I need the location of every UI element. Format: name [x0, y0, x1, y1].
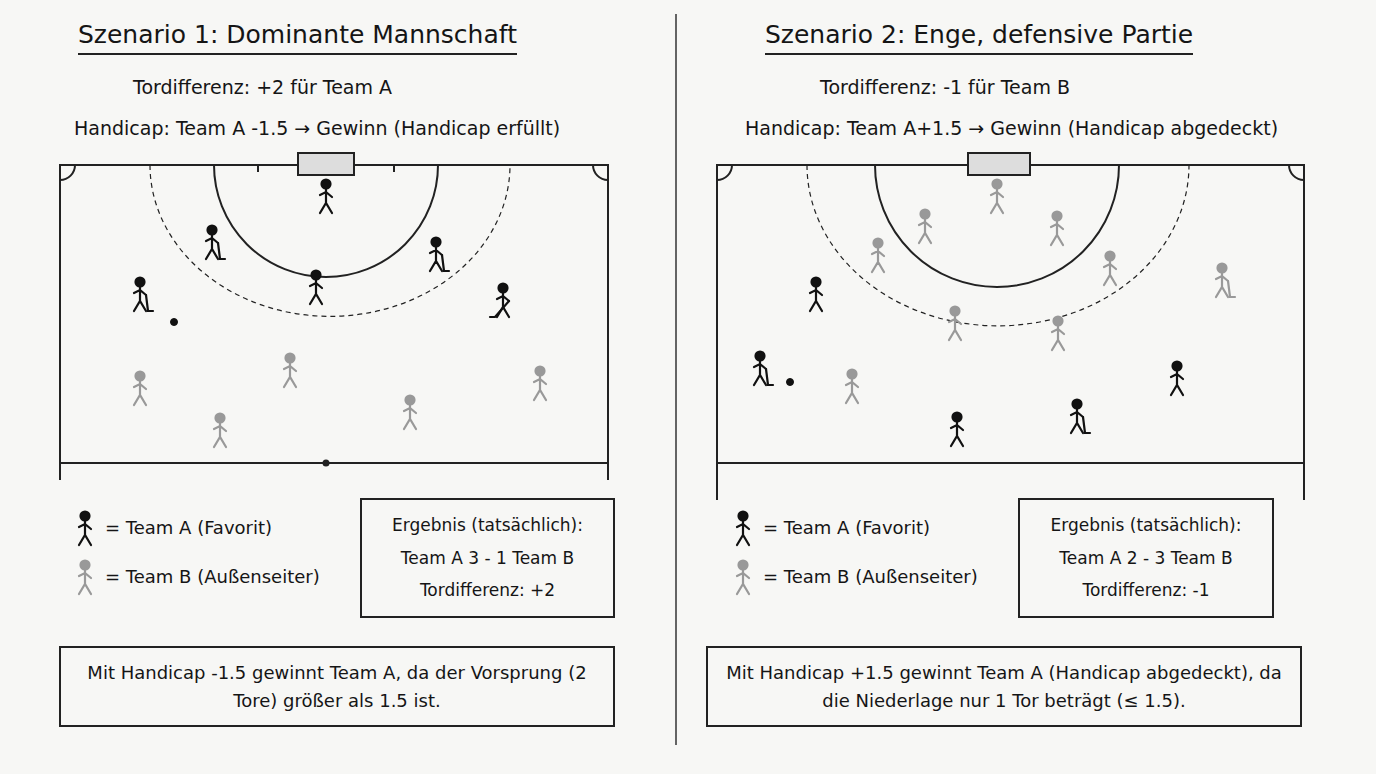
player-figure [949, 307, 961, 341]
player-figure [134, 372, 146, 406]
player-figure [79, 561, 91, 595]
legend-text: = Team A (Favorit) [105, 517, 272, 538]
result-line: Tordifferenz: -1 [1082, 577, 1209, 603]
player-figure [206, 226, 225, 260]
result-line: Ergebnis (tatsächlich): [392, 512, 583, 538]
explanation-text: Mit Handicap +1.5 gewinnt Team A (Handic… [708, 659, 1300, 715]
panel-title: Szenario 2: Enge, defensive Partie [765, 20, 1193, 55]
result-box: Ergebnis (tatsächlich): Team A 2 - 3 Team… [1018, 498, 1274, 618]
player-figure [754, 352, 773, 386]
player-figure [737, 512, 749, 546]
player-figure [320, 180, 332, 214]
legend-text: = Team B (Außenseiter) [105, 566, 320, 587]
player-figure [919, 210, 931, 244]
legend-text: = Team B (Außenseiter) [763, 566, 978, 587]
player-figure [430, 238, 449, 272]
player-figure [951, 413, 963, 447]
player-figure [991, 180, 1003, 214]
player-figure [846, 370, 858, 404]
result-line: Ergebnis (tatsächlich): [1051, 512, 1242, 538]
info-line: Handicap: Team A+1.5 → Gewinn (Handicap … [745, 117, 1278, 140]
player-figure [1104, 252, 1116, 286]
panel-divider [675, 14, 677, 745]
explanation-text: Mit Handicap -1.5 gewinnt Team A, da der… [61, 659, 613, 715]
player-figure [1052, 317, 1064, 351]
ball [171, 319, 178, 326]
player-figure [490, 284, 509, 318]
hockey-field [717, 153, 1304, 500]
player-figure [79, 512, 91, 546]
ball [787, 379, 794, 386]
player-figure [737, 561, 749, 595]
result-box: Ergebnis (tatsächlich): Team A 3 - 1 Team… [360, 498, 615, 618]
player-figure [1171, 362, 1183, 396]
info-line: Tordifferenz: -1 für Team B [820, 76, 1070, 99]
info-line: Handicap: Team A -1.5 → Gewinn (Handicap… [74, 117, 560, 140]
player-figure [1051, 212, 1063, 246]
player-figure [872, 239, 884, 273]
player-figure [1216, 264, 1235, 298]
player-figure [404, 396, 416, 430]
explanation-box: Mit Handicap -1.5 gewinnt Team A, da der… [59, 646, 615, 727]
player-figure [810, 278, 822, 312]
player-figure [284, 354, 296, 388]
hockey-field [60, 153, 608, 480]
player-figure [534, 367, 546, 401]
result-line: Tordifferenz: +2 [420, 577, 555, 603]
result-line: Team A 2 - 3 Team B [1059, 545, 1232, 571]
explanation-box: Mit Handicap +1.5 gewinnt Team A (Handic… [706, 646, 1302, 727]
legend-text: = Team A (Favorit) [763, 517, 930, 538]
result-line: Team A 3 - 1 Team B [401, 545, 574, 571]
info-line: Tordifferenz: +2 für Team A [133, 76, 392, 99]
player-figure [214, 414, 226, 448]
panel-title: Szenario 1: Dominante Mannschaft [78, 20, 517, 55]
player-figure [1071, 400, 1090, 434]
player-figure [134, 278, 153, 312]
player-figure [310, 271, 322, 305]
